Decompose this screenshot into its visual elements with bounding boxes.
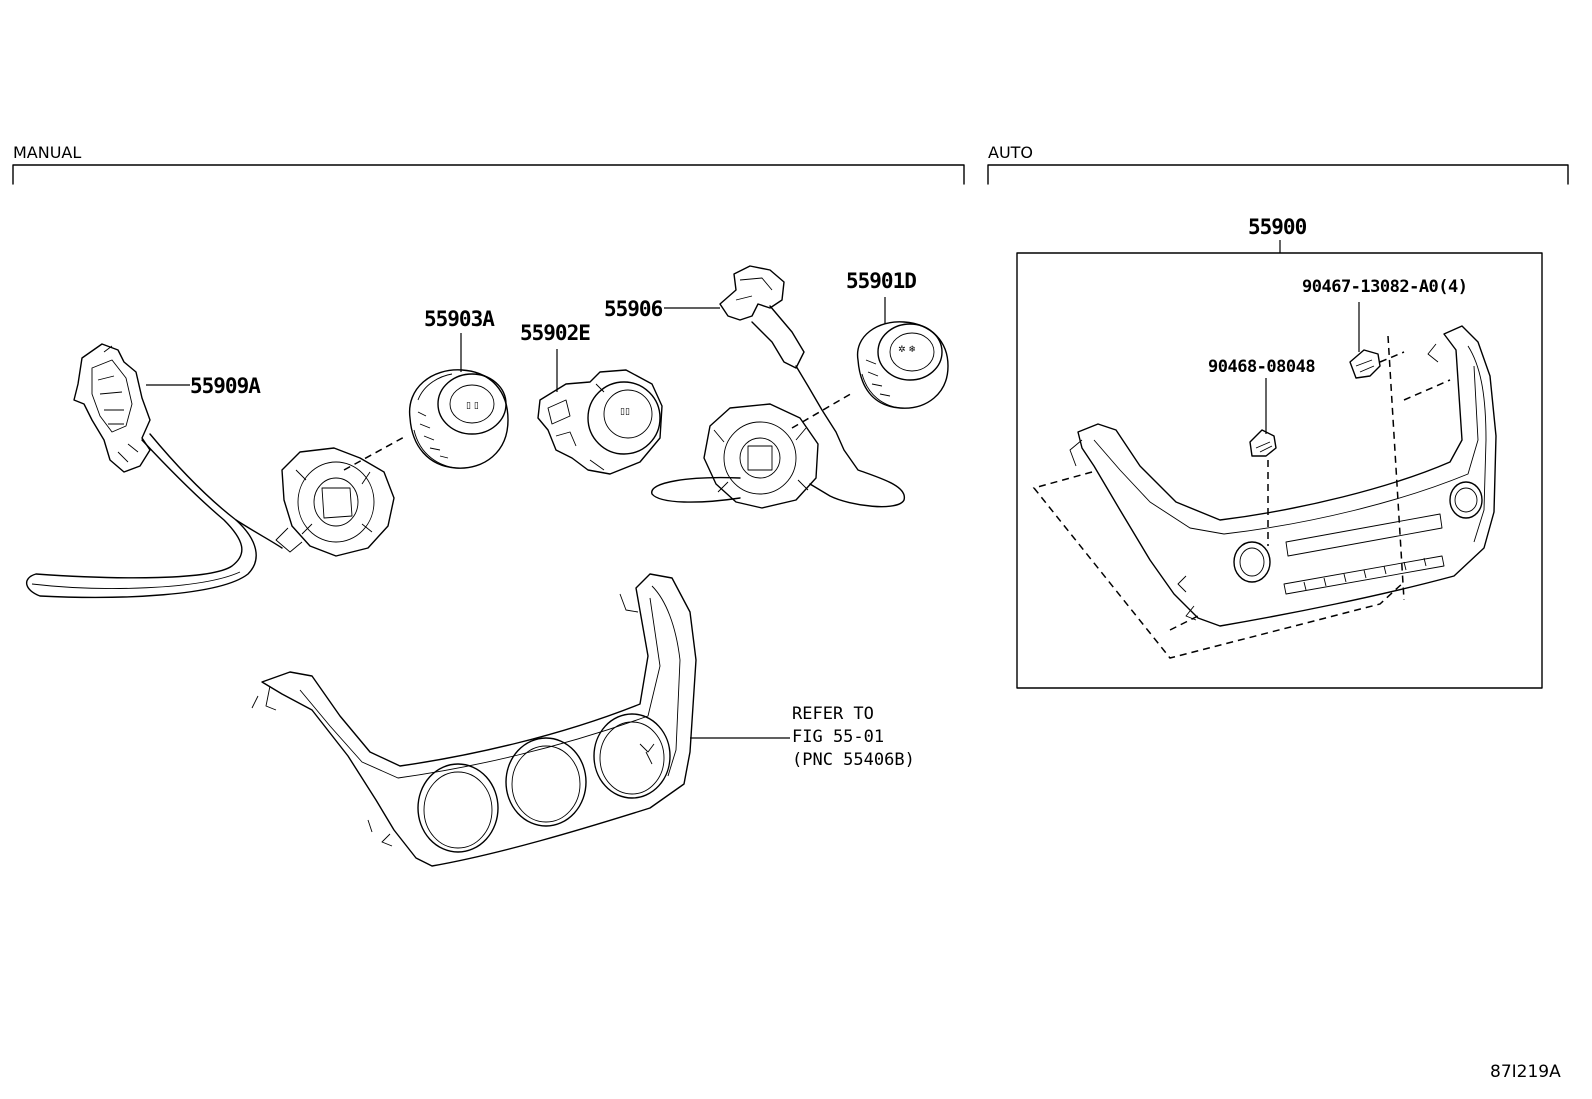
manual-bezel-panel [251,573,697,867]
label-55900: 55900 [1248,215,1307,239]
refer-note-line2: FIG 55-01 [792,727,884,747]
refer-note-line3: (PNC 55406B) [792,750,915,770]
manual-section-bracket [12,164,965,185]
clip-90468 [1249,429,1277,457]
label-55906: 55906 [604,297,663,321]
label-55909A: 55909A [190,374,261,398]
alignment-line [1169,613,1203,631]
alignment-line [791,391,855,429]
auto-section-bracket [987,164,1569,185]
auto-control-panel [1069,325,1497,627]
label-90468-08048: 90468-08048 [1208,357,1315,377]
auto-section-title: AUTO [988,143,1033,162]
svg-text:▯▯: ▯▯ [620,407,630,417]
assembly-55900-frame [1016,252,1543,689]
label-55902E: 55902E [520,321,590,345]
knob-55903A: ▯ ▯ [408,369,509,469]
manual-section-title: MANUAL [13,143,81,162]
alignment-line [1387,335,1405,601]
figure-id: 87I219A [1490,1062,1561,1082]
svg-text:✲ ❄: ✲ ❄ [898,345,916,355]
svg-text:▯ ▯: ▯ ▯ [466,401,479,411]
refer-note-line1: REFER TO [792,704,874,724]
alignment-line [1032,471,1405,659]
switch-harness-55909A [26,343,395,599]
clip-90467 [1349,349,1381,379]
label-90467-13082-A0: 90467-13082-A0(4) [1302,277,1468,297]
wire-harness-55906 [651,265,905,509]
label-55901D: 55901D [846,269,916,293]
label-55903A: 55903A [424,307,495,331]
alignment-line [1379,351,1451,401]
switch-55902E: ▯▯ [537,369,663,475]
alignment-line [343,435,407,471]
knob-55901D: ✲ ❄ [856,321,949,409]
